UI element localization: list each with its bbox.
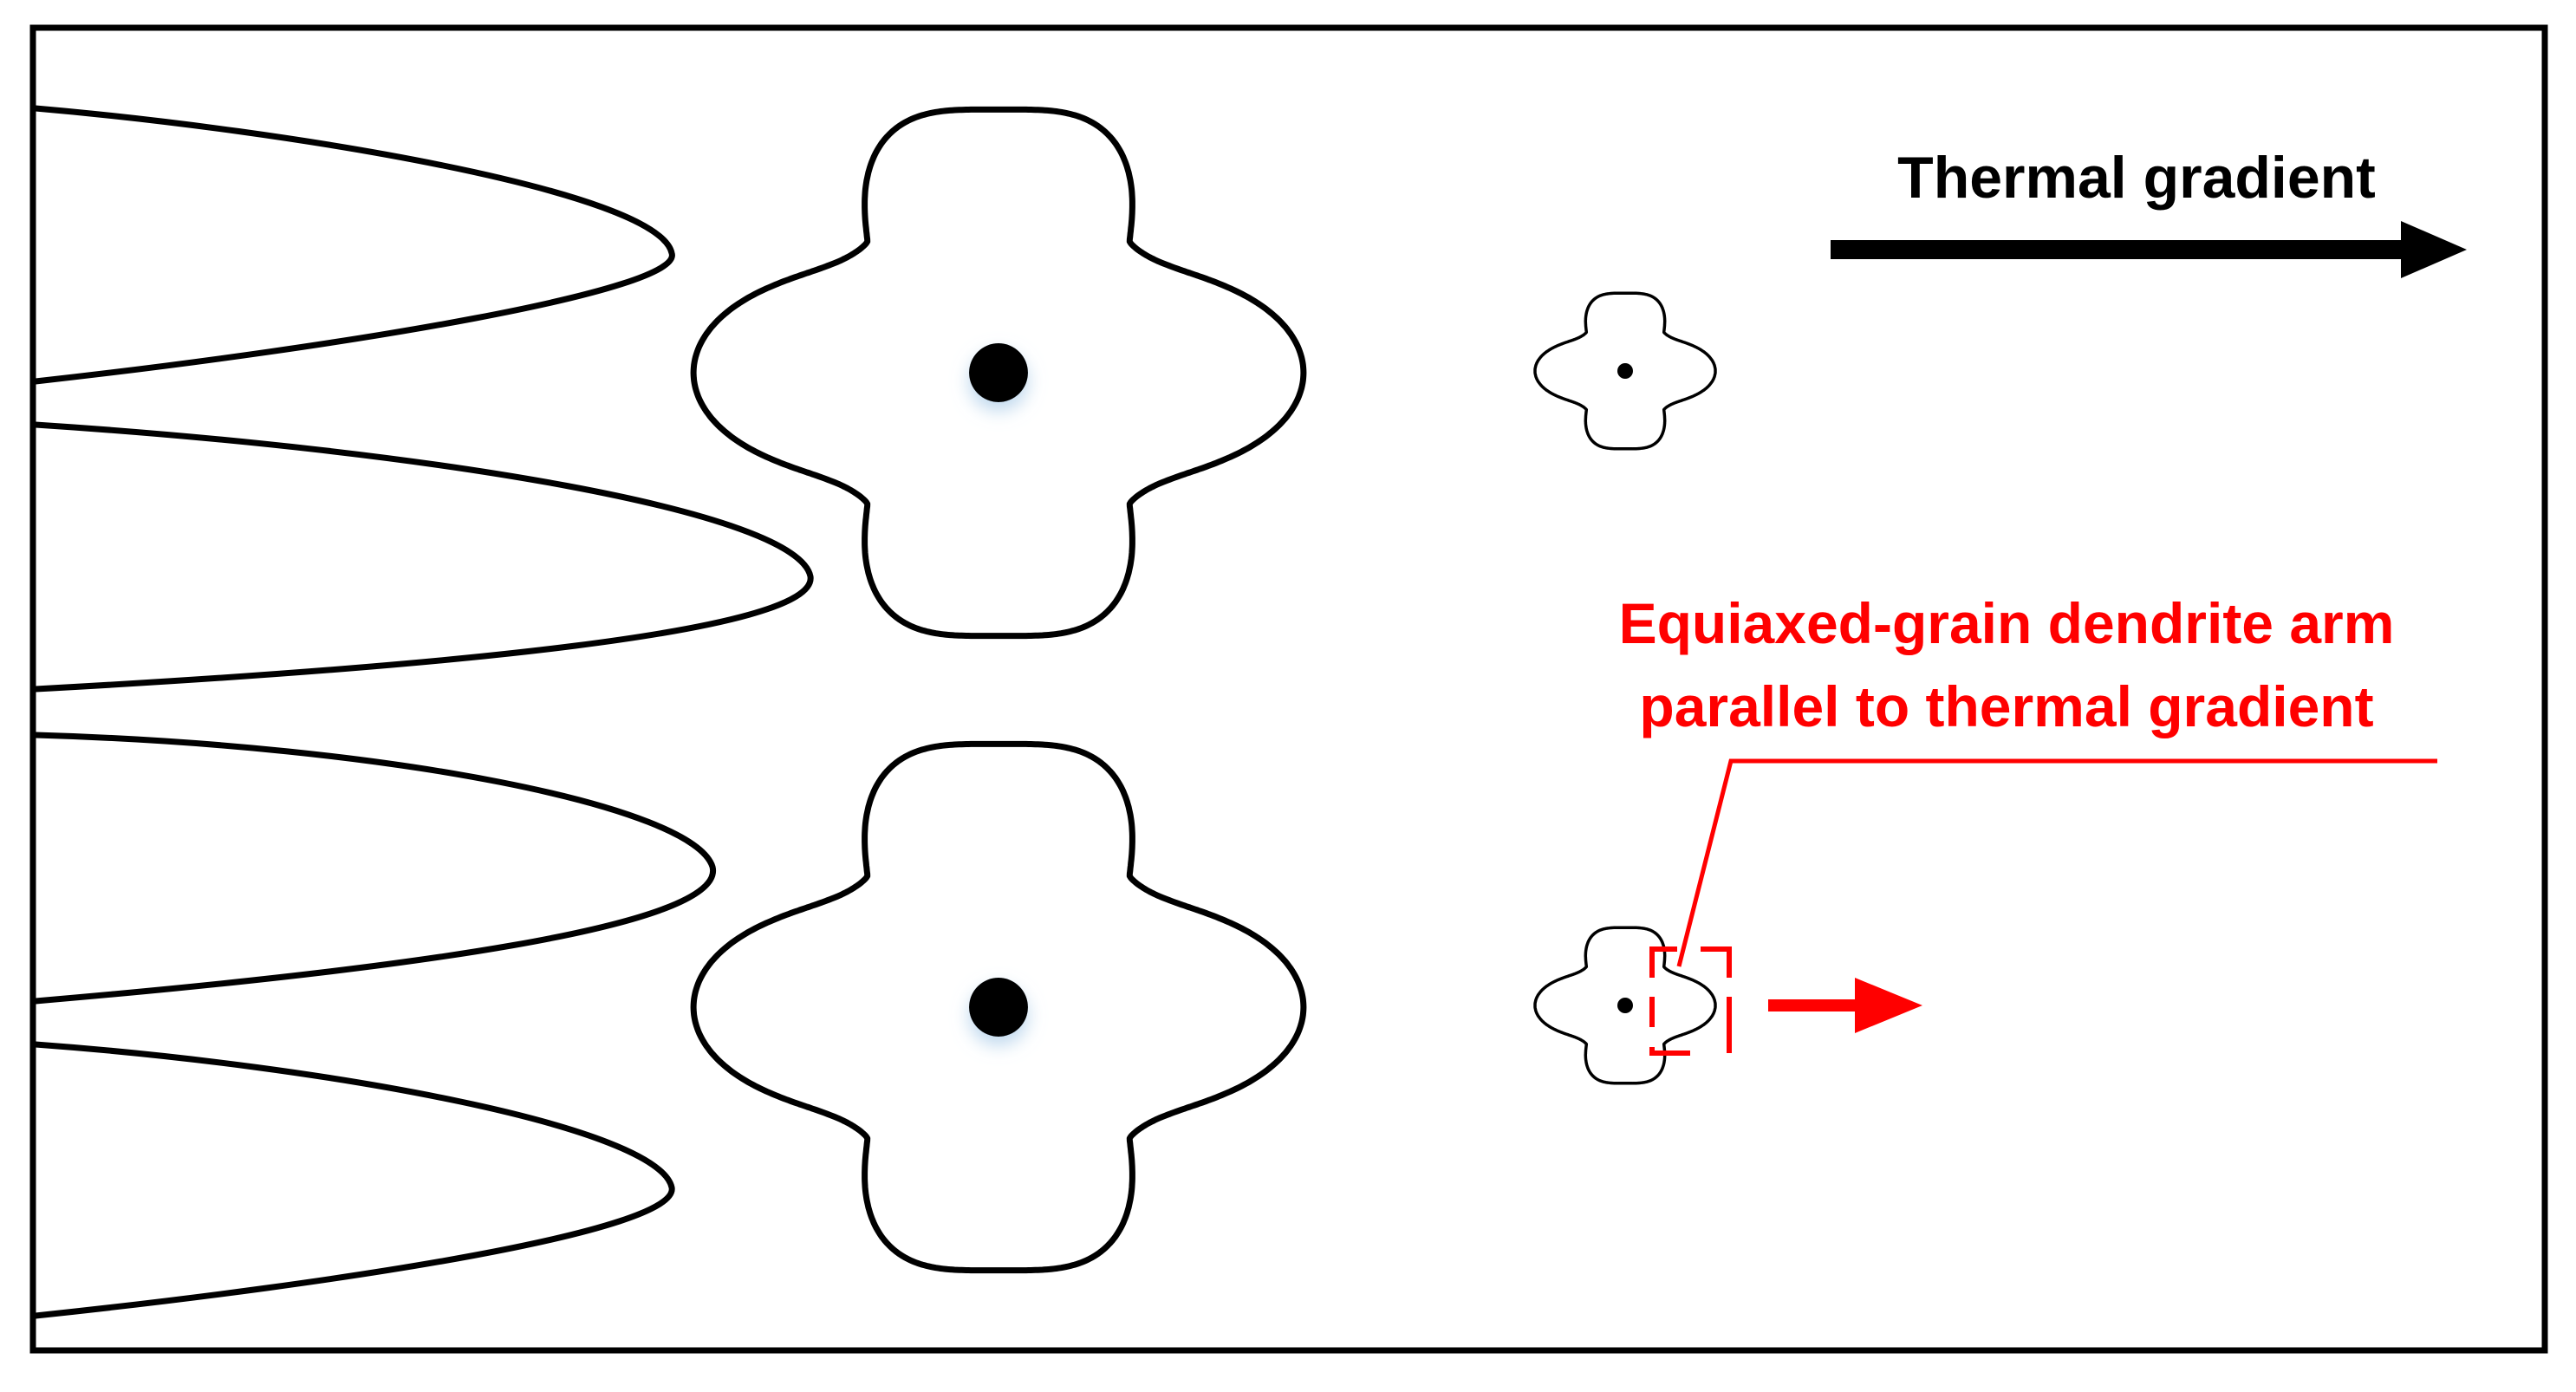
columnar-dendrite-2 bbox=[35, 421, 814, 693]
arrow-right-icon bbox=[1831, 221, 2467, 278]
columnar-dendrite-3 bbox=[35, 732, 716, 1005]
columnar-dendrite-1 bbox=[35, 105, 675, 385]
equiaxed-grain-small-top-nucleus bbox=[1617, 363, 1633, 379]
annotation-line-2: parallel to thermal gradient bbox=[1639, 674, 2373, 738]
equiaxed-grains bbox=[690, 106, 1717, 1274]
columnar-dendrites bbox=[35, 105, 814, 1319]
highlight-bracket bbox=[1649, 946, 1732, 1056]
columnar-dendrite-4 bbox=[35, 1041, 675, 1319]
thermal-gradient-label: Thermal gradient bbox=[1897, 145, 2376, 211]
red-arrow-right-icon bbox=[1768, 978, 1922, 1033]
annotation-line-1: Equiaxed-grain dendrite arm bbox=[1619, 591, 2395, 655]
equiaxed-grain-small-bottom-nucleus bbox=[1617, 998, 1633, 1013]
annotation-leader-line bbox=[1676, 758, 2437, 967]
equiaxed-grain-large-top-nucleus bbox=[969, 343, 1028, 402]
equiaxed-grain-large-bottom-nucleus bbox=[969, 978, 1028, 1037]
